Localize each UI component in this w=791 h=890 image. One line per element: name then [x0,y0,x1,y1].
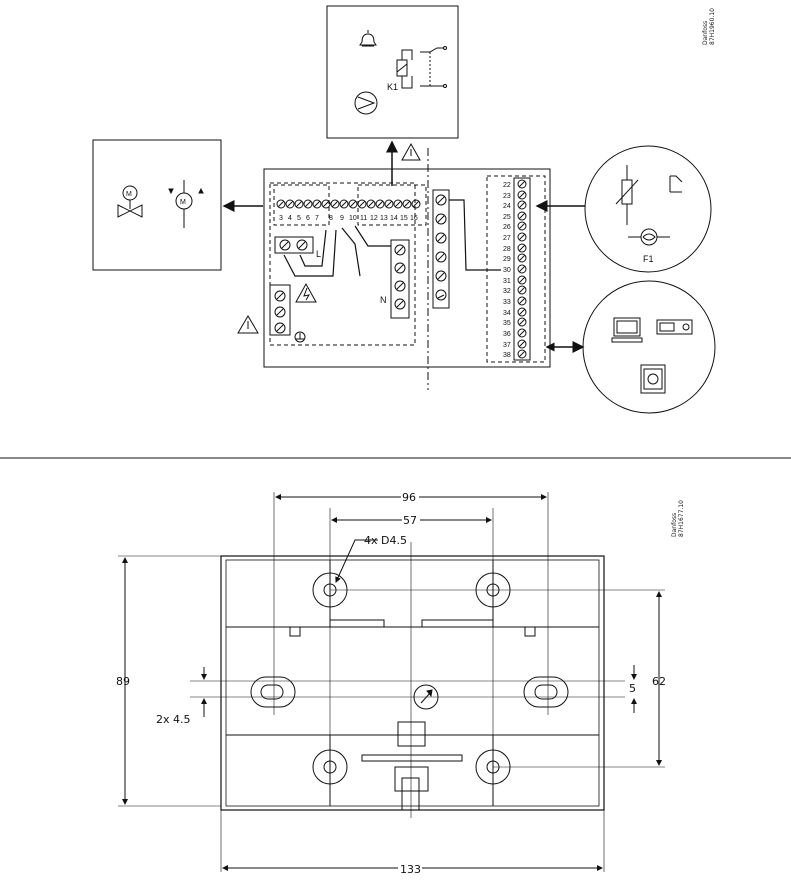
F1-label: F1 [643,254,654,264]
warning-icon-left [237,315,259,334]
top-terminal-block [276,199,421,209]
relay-coil-icon [396,49,413,89]
right-terminal-screws [517,179,527,359]
dim-96-label: 96 [402,491,416,504]
svg-text:29: 29 [503,256,511,263]
svg-text:37: 37 [503,342,511,349]
svg-text:14: 14 [390,215,398,222]
top-terminal-numbers: 3 4 5 6 7 8 9 10 11 12 13 14 15 16 [279,215,418,222]
compressor-icon [354,91,378,115]
gap-label: 5 [629,682,636,695]
alarm-compressor-box: K1 [326,5,459,139]
communication-circle [582,280,716,414]
switch-icon [669,175,683,193]
svg-text:16: 16 [410,215,418,222]
svg-text:26: 26 [503,224,511,231]
svg-text:8: 8 [329,215,333,222]
L-label: L [316,249,321,259]
svg-text:28: 28 [503,246,511,253]
svg-text:6: 6 [306,215,310,222]
slot-hole-right [523,676,569,708]
svg-text:23: 23 [503,193,511,200]
svg-text:5: 5 [297,215,301,222]
N-label: N [380,295,387,305]
svg-text:25: 25 [503,214,511,221]
earth-icon [294,331,306,343]
svg-text:3: 3 [279,215,283,222]
svg-text:24: 24 [503,203,511,210]
hole-label: 4x D4.5 [364,534,407,547]
gateway-icon [640,364,666,394]
controller-enclosure: 3 4 5 6 7 8 9 10 11 12 13 14 15 16 L [263,148,551,390]
svg-text:30: 30 [503,267,511,274]
thermistor-icon [615,165,639,225]
relay-label: K1 [387,82,398,92]
svg-text:22: 22 [503,182,511,189]
hole-leader [335,539,378,583]
svg-text:36: 36 [503,331,511,338]
svg-text:31: 31 [503,278,511,285]
computer-icon [611,317,643,343]
svg-text:34: 34 [503,310,511,317]
valve-icon [117,204,143,218]
dimension-drawing: 96 57 4x D4.5 89 2x 4.5 5 62 133 Danfoss… [116,489,685,876]
svg-text:32: 32 [503,288,511,295]
wiring-diagram: K1 M [92,5,716,414]
dim-133-label: 133 [400,863,421,876]
valve-motor-box: M M [92,139,222,271]
housing-outline [220,555,605,811]
display-unit-icon [656,319,693,335]
dim-62-label: 62 [652,675,666,688]
svg-text:12: 12 [370,215,378,222]
fan-sensor-icon [628,228,670,246]
relay-contact-icon [420,46,447,88]
sensor-circle: F1 [584,145,712,273]
dim-57-label: 57 [403,514,417,527]
svg-text:27: 27 [503,235,511,242]
ref-code-dimensions: Danfoss87H1677.10 [671,500,685,537]
slot-label: 2x 4.5 [156,713,191,726]
svg-text:7: 7 [315,215,319,222]
lightning-warning-icon [295,282,317,303]
svg-text:M: M [180,199,186,206]
svg-text:33: 33 [503,299,511,306]
svg-text:9: 9 [340,215,344,222]
motor-label: M [126,191,132,198]
ref-code-wiring: Danfoss87H1960.10 [702,8,716,45]
slot-hole-left [250,676,296,708]
svg-text:13: 13 [380,215,388,222]
warning-icon-top [401,142,421,161]
bell-icon [359,30,377,47]
actuator-icon: M [168,180,204,228]
svg-text:10: 10 [349,215,357,222]
svg-text:38: 38 [503,352,511,359]
right-terminal-numbers: 22 23 24 25 26 27 28 29 30 31 32 33 34 3… [503,182,511,359]
svg-text:15: 15 [400,215,408,222]
svg-text:11: 11 [360,215,367,222]
svg-text:35: 35 [503,320,511,327]
svg-text:4: 4 [288,215,292,222]
dim-89-label: 89 [116,675,130,688]
